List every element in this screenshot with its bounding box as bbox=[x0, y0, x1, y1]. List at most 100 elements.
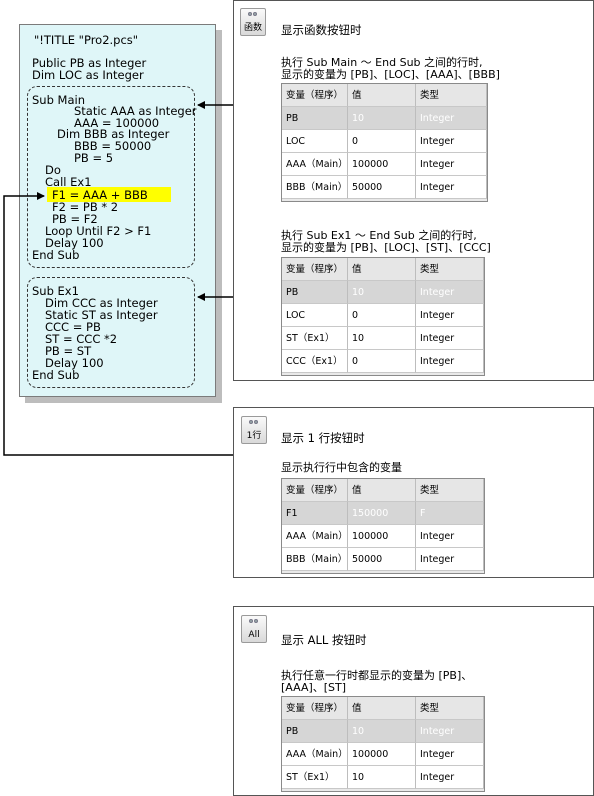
code-line-main: F2 = PB * 2 bbox=[52, 200, 119, 214]
table-row[interactable]: LOC 0 Integer bbox=[282, 304, 484, 327]
table-cell: F1 bbox=[282, 502, 348, 525]
table-row[interactable]: CCC（Ex1） 0 Integer bbox=[282, 350, 484, 373]
column-header: 类型 bbox=[416, 697, 484, 720]
table-row-selected[interactable]: PB 10 Integer bbox=[282, 107, 487, 130]
table-cell: AAA（Main） bbox=[282, 743, 348, 766]
variable-table-all: 变量（程序） 值 类型 PB 10 Integer AAA（Main） 1000… bbox=[281, 696, 485, 792]
column-header: 类型 bbox=[416, 479, 484, 502]
table-header: 变量（程序） 值 类型 bbox=[282, 479, 484, 502]
code-title-line: "!TITLE "Pro2.pcs" bbox=[34, 33, 139, 47]
code-line-ex1: Delay 100 bbox=[45, 356, 104, 370]
code-line-current: F1 = AAA + BBB bbox=[52, 188, 148, 202]
table-cell: 0 bbox=[348, 304, 416, 327]
table-row[interactable]: LOC 0 Integer bbox=[282, 130, 487, 153]
code-line-main: PB = 5 bbox=[74, 151, 114, 165]
code-line-main: Dim BBB as Integer bbox=[57, 127, 170, 141]
table-row[interactable]: AAA（Main） 100000 Integer bbox=[282, 525, 484, 548]
code-line-ex1: End Sub bbox=[32, 368, 80, 382]
all-note: 执行任意一行时都显示的变量为 [PB]、 bbox=[281, 669, 473, 682]
table-header: 变量（程序） 值 类型 bbox=[282, 258, 484, 281]
table-cell: Integer bbox=[416, 525, 484, 548]
column-header: 类型 bbox=[416, 258, 484, 281]
code-decl-line: Dim LOC as Integer bbox=[32, 68, 144, 82]
table-cell: ST（Ex1） bbox=[282, 327, 348, 350]
table-cell: 50000 bbox=[348, 548, 416, 571]
table-cell: BBB（Main） bbox=[282, 176, 348, 199]
one-line-button[interactable]: 1行 bbox=[241, 416, 267, 444]
code-line-main: Loop Until F2 > F1 bbox=[45, 224, 152, 238]
table-row[interactable]: ST（Ex1） 10 Integer bbox=[282, 327, 484, 350]
table-cell: LOC bbox=[282, 304, 348, 327]
function-button[interactable]: 函数 bbox=[240, 8, 266, 36]
table-cell: PB bbox=[282, 107, 348, 130]
code-line-main: BBB = 50000 bbox=[74, 139, 152, 153]
code-line-main: Static AAA as Integer bbox=[74, 104, 197, 118]
table-cell: Integer bbox=[416, 176, 487, 199]
table-cell: Integer bbox=[416, 548, 484, 571]
table-cell: 10 bbox=[348, 107, 416, 130]
table-cell: Integer bbox=[416, 350, 484, 373]
table-row[interactable]: AAA（Main） 100000 Integer bbox=[282, 153, 487, 176]
table-cell: Integer bbox=[416, 281, 484, 304]
arrow-to-current-line bbox=[3, 192, 233, 456]
function-note-ex1: 显示的变量为 [PB]、[LOC]、[ST]、[CCC] bbox=[281, 241, 491, 254]
code-line-main: End Sub bbox=[32, 248, 80, 262]
table-cell: BBB（Main） bbox=[282, 548, 348, 571]
code-line-ex1: PB = ST bbox=[45, 344, 92, 358]
table-row[interactable]: ST（Ex1） 10 Integer bbox=[282, 766, 484, 789]
current-line-highlight bbox=[47, 187, 171, 202]
column-header: 值 bbox=[348, 479, 416, 502]
table-cell: 50000 bbox=[348, 176, 416, 199]
function-note-main: 显示的变量为 [PB]、[LOC]、[AAA]、[BBB] bbox=[281, 68, 500, 81]
all-frame-title: 显示 ALL 按钮时 bbox=[281, 633, 367, 647]
table-cell: CCC（Ex1） bbox=[282, 350, 348, 373]
column-header: 变量（程序） bbox=[282, 84, 348, 107]
variable-table-one-line: 变量（程序） 值 类型 F1 150000 F AAA（Main） 100000… bbox=[281, 478, 485, 574]
table-cell: AAA（Main） bbox=[282, 525, 348, 548]
table-cell: 10 bbox=[348, 327, 416, 350]
table-cell: 100000 bbox=[348, 153, 416, 176]
column-header: 值 bbox=[348, 697, 416, 720]
table-row-selected[interactable]: F1 150000 F bbox=[282, 502, 484, 525]
table-cell: LOC bbox=[282, 130, 348, 153]
code-line-ex1: ST = CCC *2 bbox=[45, 332, 118, 346]
one-line-frame-title: 显示 1 行按钮时 bbox=[281, 431, 365, 445]
table-row[interactable]: BBB（Main） 50000 Integer bbox=[282, 176, 487, 199]
column-header: 类型 bbox=[416, 84, 487, 107]
table-cell: ST（Ex1） bbox=[282, 766, 348, 789]
one-line-note: 显示执行行中包含的变量 bbox=[281, 461, 402, 474]
code-line-main: AAA = 100000 bbox=[74, 116, 160, 130]
function-button-label: 函数 bbox=[243, 23, 262, 33]
table-row-selected[interactable]: PB 10 Integer bbox=[282, 720, 484, 743]
all-note: [AAA]、[ST] bbox=[281, 681, 347, 694]
table-cell: PB bbox=[282, 281, 348, 304]
table-cell: 100000 bbox=[348, 743, 416, 766]
table-row-selected[interactable]: PB 10 Integer bbox=[282, 281, 484, 304]
table-cell: Integer bbox=[416, 766, 484, 789]
one-line-button-label: 1行 bbox=[246, 431, 262, 441]
table-header: 变量（程序） 值 类型 bbox=[282, 697, 484, 720]
table-cell: Integer bbox=[416, 327, 484, 350]
column-header: 值 bbox=[348, 258, 416, 281]
table-cell: 0 bbox=[348, 350, 416, 373]
column-header: 变量（程序） bbox=[282, 479, 348, 502]
table-cell: Integer bbox=[416, 304, 484, 327]
table-cell: 10 bbox=[348, 720, 416, 743]
table-cell: 100000 bbox=[348, 525, 416, 548]
table-row[interactable]: AAA（Main） 100000 Integer bbox=[282, 743, 484, 766]
column-header: 变量（程序） bbox=[282, 697, 348, 720]
all-button[interactable]: All bbox=[241, 615, 267, 643]
table-row[interactable]: BBB（Main） 50000 Integer bbox=[282, 548, 484, 571]
code-line-ex1: Dim CCC as Integer bbox=[45, 296, 158, 310]
table-cell: Integer bbox=[416, 743, 484, 766]
table-cell: F bbox=[416, 502, 484, 525]
code-line-ex1: Sub Ex1 bbox=[32, 284, 79, 298]
code-line-main: Call Ex1 bbox=[45, 175, 92, 189]
sub-main-block-outline bbox=[27, 86, 195, 268]
column-header: 变量（程序） bbox=[282, 258, 348, 281]
code-line-main: Delay 100 bbox=[45, 236, 104, 250]
function-note-main: 执行 Sub Main ～ End Sub 之间的行时, bbox=[281, 56, 483, 69]
function-note-ex1: 执行 Sub Ex1 ～ End Sub 之间的行时, bbox=[281, 229, 477, 242]
table-cell: 10 bbox=[348, 766, 416, 789]
table-cell: 10 bbox=[348, 281, 416, 304]
